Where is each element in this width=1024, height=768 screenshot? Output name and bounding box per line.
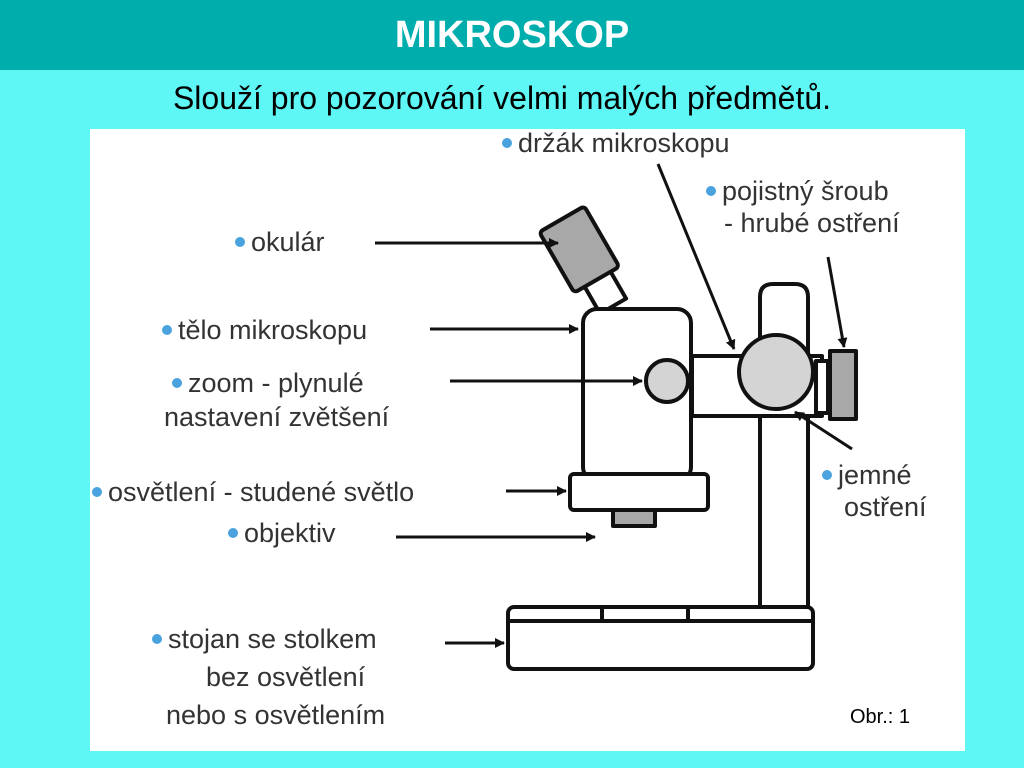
bullet-icon: [235, 236, 245, 247]
title-bar: MIKROSKOP: [0, 0, 1024, 70]
eyepiece: [538, 205, 620, 294]
stand-base: [506, 605, 815, 671]
diagram-panel: držák mikroskopu pojistný šroub - hrubé …: [90, 127, 965, 751]
label-okular: okulár: [235, 226, 325, 258]
zoom-knob: [644, 358, 690, 404]
bullet-icon: [822, 469, 832, 480]
illumination-ring: [568, 472, 710, 512]
bullet-icon: [228, 527, 238, 538]
arrow-pojistny: [826, 256, 848, 348]
label-osvetleni: osvětlení - studené světlo: [92, 476, 414, 508]
stand-pillar: [758, 282, 810, 609]
bullet-icon: [172, 377, 182, 388]
label-stojan-2: bez osvětlení: [206, 662, 366, 692]
coarse-knob-box: [814, 359, 830, 415]
label-pojistny: pojistný šroub - hrubé ostření: [706, 175, 900, 239]
page-title: MIKROSKOP: [394, 13, 630, 56]
label-stojan-3: nebo s osvětlením: [166, 700, 386, 730]
subtitle: Slouží pro pozorování velmi malých předm…: [172, 80, 832, 116]
label-zoom-2: nastavení zvětšení: [164, 402, 390, 432]
bullet-icon: [706, 185, 716, 196]
label-jemne: jemné ostření: [822, 459, 927, 523]
bullet-icon: [152, 633, 162, 644]
label-drzak: držák mikroskopu: [502, 127, 730, 159]
coarse-focus-screw: [828, 349, 858, 421]
figure-caption: Obr.: 1: [849, 706, 910, 728]
label-stojan: stojan se stolkem: [152, 623, 377, 655]
label-telo: tělo mikroskopu: [162, 314, 367, 346]
bullet-icon: [502, 137, 512, 148]
label-zoom: zoom - plynulé: [172, 367, 364, 399]
microscope-drawing: [375, 163, 858, 671]
bullet-icon: [162, 324, 172, 335]
objective: [611, 508, 657, 528]
arrow-jemne: [794, 410, 853, 451]
label-objektiv: objektiv: [228, 517, 336, 549]
arrow-drzak: [656, 163, 736, 350]
fine-focus-knob: [737, 333, 815, 411]
bullet-icon: [92, 486, 102, 497]
